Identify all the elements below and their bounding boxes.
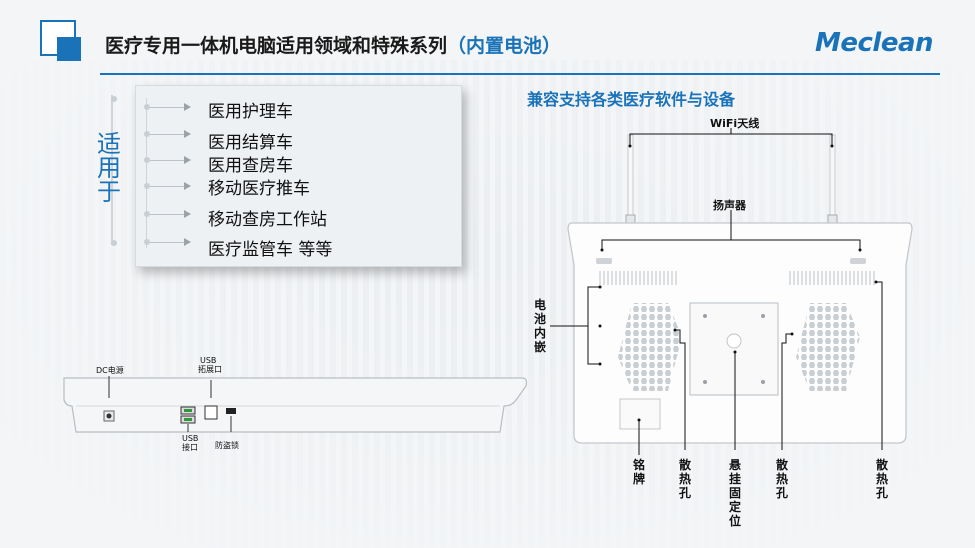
list-arrow: [150, 107, 184, 108]
vent-grid-right: [796, 303, 860, 391]
nameplate-label: 铭牌: [632, 458, 645, 486]
back-view-callouts: [550, 128, 883, 455]
brand-logo: Meclean: [815, 28, 934, 58]
vent-label-right: 散热孔: [875, 458, 888, 500]
usb-expansion-port: [204, 405, 218, 420]
applications-vertical-title: 适用于: [97, 130, 121, 206]
list-arrow: [150, 242, 184, 243]
speaker-grilles: [596, 258, 866, 264]
vent-grid-left: [618, 303, 682, 391]
arrow-icon: [184, 103, 191, 111]
arrow-icon: [184, 130, 191, 138]
mount-position-label: 悬挂固定位: [728, 458, 741, 528]
list-bullet: [144, 183, 150, 189]
applications-panel: [135, 85, 462, 267]
top-vent-left: [599, 271, 677, 285]
anti-theft-lock-label: 防盗锁: [215, 441, 239, 450]
device-side-view: [63, 377, 528, 433]
rail-dot-bottom: [111, 240, 117, 246]
list-arrow: [150, 186, 184, 187]
usb-expansion-label-2: 拓展口: [198, 365, 222, 374]
usb-expansion-label-1: USB: [200, 356, 217, 365]
list-arrow: [150, 134, 184, 135]
dc-power-label: DC电源: [96, 366, 124, 375]
application-item: 医用结算车: [208, 133, 293, 153]
panel-left-rail: [111, 95, 113, 245]
side-view-callouts: [108, 376, 232, 432]
application-item: 医用查房车: [208, 156, 293, 176]
nameplate: [619, 398, 661, 430]
arrow-icon: [184, 210, 191, 218]
list-arrow: [150, 160, 184, 161]
battery-embedded-label: 电池内嵌: [533, 298, 546, 354]
vent-label-middle: 散热孔: [775, 458, 788, 500]
application-item: 医疗监管车 等等: [208, 240, 333, 260]
list-bullet: [144, 211, 150, 217]
arrow-icon: [184, 238, 191, 246]
rail-dot-top: [111, 96, 117, 102]
vent-label-left: 散热孔: [678, 458, 691, 500]
header-divider: [100, 73, 940, 75]
security-lock-slot: [226, 408, 236, 414]
dc-port: [103, 410, 115, 422]
wifi-antenna-label: WiFi天线: [710, 117, 760, 130]
compat-title: 兼容支持各类医疗软件与设备: [527, 90, 736, 109]
top-vent-right: [789, 271, 875, 285]
header-square-filled: [57, 37, 81, 61]
arrow-icon: [184, 182, 191, 190]
usb-port-label-2: 接口: [182, 443, 198, 452]
title-battery-note: （内置电池）: [447, 35, 562, 57]
application-item: 移动医疗推车: [208, 179, 310, 199]
list-bullet: [144, 157, 150, 163]
page-title: 医疗专用一体机电脑适用领域和特殊系列（内置电池）: [105, 35, 562, 57]
application-item: 医用护理车: [208, 102, 293, 122]
usb-port-label-1: USB: [182, 434, 199, 443]
list-bullet: [144, 104, 150, 110]
list-arrow: [150, 214, 184, 215]
vesa-mount-plate: [689, 302, 779, 396]
list-bullet: [144, 239, 150, 245]
arrow-icon: [184, 156, 191, 164]
device-back-view: [567, 134, 913, 444]
usb-ports: [180, 406, 196, 424]
list-bullet: [144, 131, 150, 137]
application-item: 移动查房工作站: [208, 210, 327, 230]
speaker-label: 扬声器: [713, 199, 746, 212]
list-connector: [146, 98, 147, 248]
